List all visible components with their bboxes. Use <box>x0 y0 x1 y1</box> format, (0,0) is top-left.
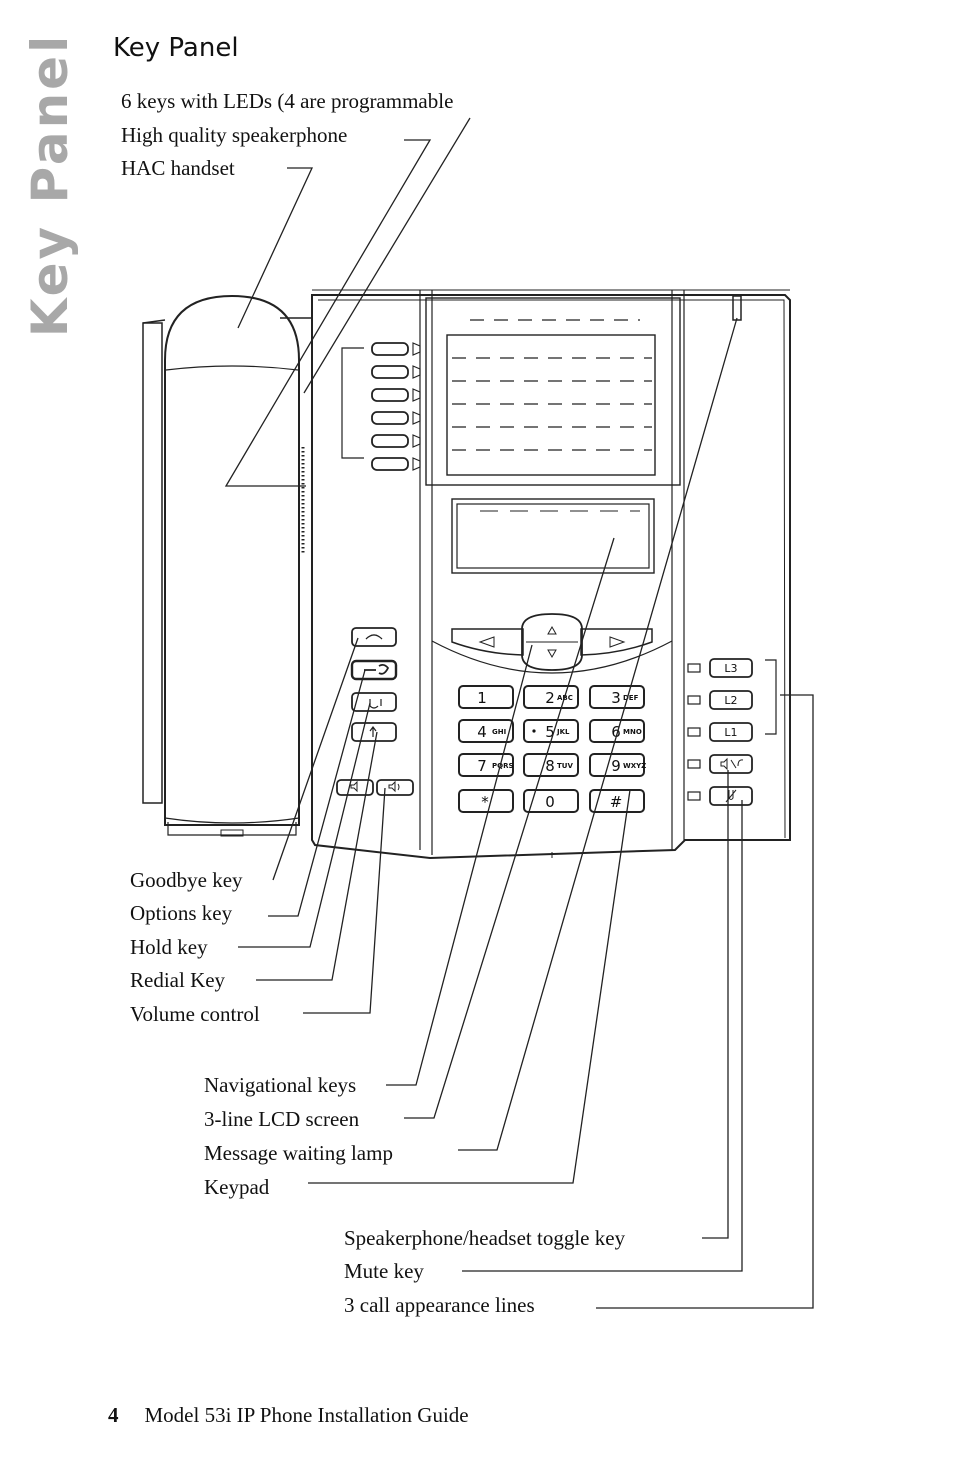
callout-toggle: Speakerphone/headset toggle key <box>344 1226 626 1250</box>
led-indicator <box>412 457 421 471</box>
callout-leds: 6 keys with LEDs (4 are programmable <box>121 89 454 113</box>
footer-title: Model 53i IP Phone Installation Guide <box>144 1403 469 1427</box>
headset-icon <box>737 759 744 767</box>
programmable-key <box>371 342 409 356</box>
programmable-key <box>371 388 409 402</box>
callout-mute: Mute key <box>344 1259 424 1283</box>
keypad-key: 0 <box>523 789 579 813</box>
phone-base <box>311 289 791 860</box>
redial-key <box>351 722 397 742</box>
callout-lines: 3 call appearance lines <box>344 1293 535 1317</box>
programmable-key <box>371 411 409 425</box>
keypad-digit: 5 <box>545 723 555 741</box>
keypad-digit: * <box>481 793 489 811</box>
callout-hold: Hold key <box>130 935 208 959</box>
keypad-digit: 0 <box>545 793 555 811</box>
speaker-icon <box>350 780 358 793</box>
keypad-letters: TUV <box>557 762 573 770</box>
handset <box>142 294 313 837</box>
options-key <box>350 659 398 681</box>
keypad-letters: GHI <box>492 728 506 736</box>
line-key-label: L3 <box>724 662 737 675</box>
keypad-digit: # <box>610 793 623 811</box>
function-keys <box>336 627 414 796</box>
programmable-key <box>371 457 409 471</box>
line-led <box>687 663 701 673</box>
led-indicator <box>412 411 421 425</box>
page-footer: 4 Model 53i IP Phone Installation Guide <box>108 1403 469 1428</box>
callout-goodbye: Goodbye key <box>130 868 243 892</box>
keypad-key: 4 GHI <box>458 719 514 743</box>
line-led <box>687 727 701 737</box>
keypad-digit: 8 <box>545 757 555 775</box>
speaker-icon <box>388 780 400 793</box>
programmable-key <box>371 365 409 379</box>
speakerphone-toggle-key <box>687 754 753 774</box>
callout-nav: Navigational keys <box>204 1073 357 1097</box>
keypad-letters: MNO <box>623 728 642 736</box>
key-label-card <box>425 297 681 486</box>
callout-handset: HAC handset <box>121 156 235 180</box>
keypad-letters: WXYZ <box>623 762 646 770</box>
keypad-letters: DEF <box>623 694 639 702</box>
keypad-letters: PQRS <box>492 762 514 770</box>
programmable-keys <box>371 342 421 471</box>
page-number: 4 <box>108 1403 119 1427</box>
volume-down-key <box>336 779 374 796</box>
keypad-key: # <box>589 789 645 813</box>
line-key: L3 <box>687 658 753 678</box>
programmable-key <box>371 434 409 448</box>
keypad-digit: 9 <box>611 757 621 775</box>
keypad-digit: 3 <box>611 689 621 707</box>
keypad-key: 1 <box>458 685 514 709</box>
keypad-key: * <box>458 789 514 813</box>
keypad-digit: 1 <box>477 689 487 707</box>
line-key: L1 <box>687 722 753 742</box>
mute-key <box>687 786 753 806</box>
goodbye-icon <box>365 634 383 640</box>
goodbye-key <box>351 627 397 647</box>
keypad-digit: 2 <box>545 689 555 707</box>
callout-speakerphone: High quality speakerphone <box>121 123 348 147</box>
keypad-digit: 6 <box>611 723 621 741</box>
callout-keypad: Keypad <box>204 1175 270 1199</box>
led-indicator <box>412 388 421 402</box>
nav-keys <box>431 613 673 674</box>
led-indicator <box>412 365 421 379</box>
redial-icon <box>369 726 377 737</box>
line-key-label: L2 <box>724 694 737 707</box>
callout-lcd: 3-line LCD screen <box>204 1107 360 1131</box>
hold-key <box>351 692 397 712</box>
keypad-letters: JKL <box>556 728 570 736</box>
led-indicator <box>412 434 421 448</box>
callout-redial: Redial Key <box>130 968 226 992</box>
page-heading: Key Panel <box>113 33 239 63</box>
volume-up-key <box>376 779 414 796</box>
lcd-screen <box>451 498 655 574</box>
keypad-key: 7 PQRS <box>458 753 514 777</box>
leader-lines <box>224 117 814 1309</box>
hold-icon <box>369 699 382 709</box>
callout-volume: Volume control <box>130 1002 260 1026</box>
callout-options: Options key <box>130 901 233 925</box>
line-key: L2 <box>687 690 753 710</box>
line-led <box>687 695 701 705</box>
callout-mwl: Message waiting lamp <box>204 1141 393 1165</box>
speaker-icon <box>720 757 737 771</box>
keypad-digit: 7 <box>477 757 487 775</box>
led-indicator <box>412 342 421 356</box>
options-icon <box>364 663 390 675</box>
line-key-label: L1 <box>724 726 737 739</box>
keypad-digit: 4 <box>477 723 487 741</box>
